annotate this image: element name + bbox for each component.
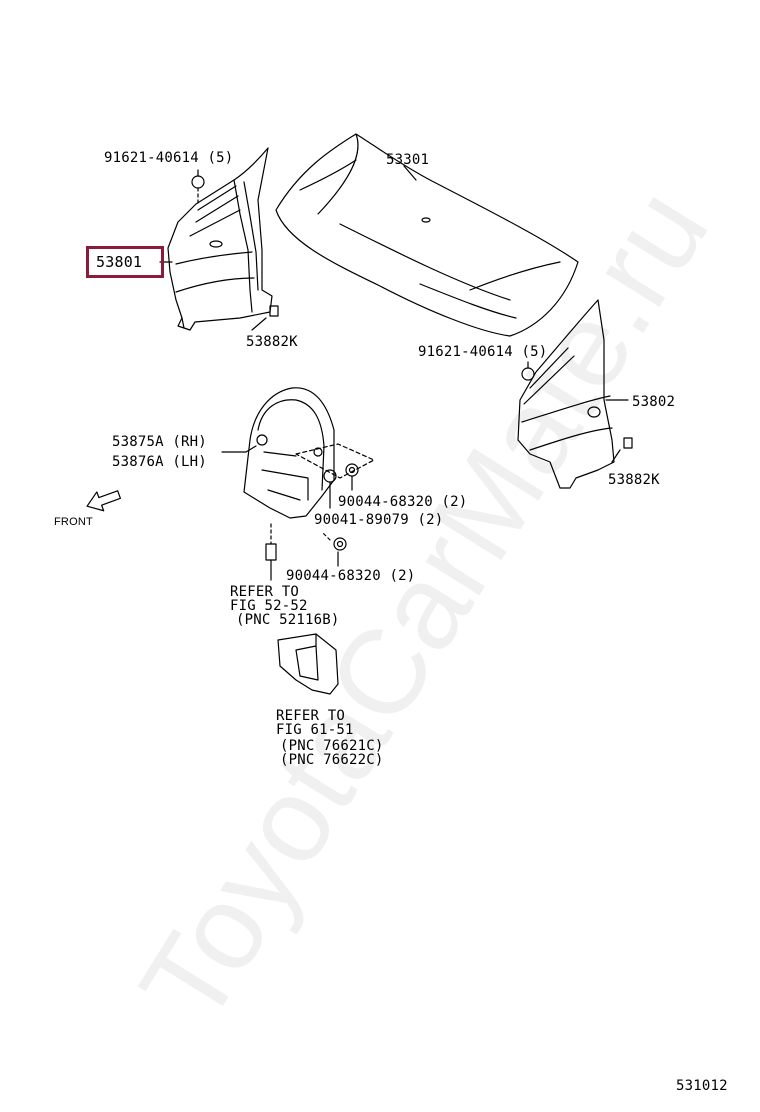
- part-label-bolt-right[interactable]: 91621-40614 (5): [418, 344, 548, 360]
- part-label-screw-a[interactable]: 90044-68320 (2): [338, 494, 468, 510]
- diagram-id: 531012: [676, 1078, 728, 1094]
- left-fender-drawing: [167, 147, 273, 331]
- ref1-line1: REFER TO: [230, 584, 300, 600]
- part-label-clip-right[interactable]: 53882K: [608, 472, 660, 488]
- part-label-liner-lh[interactable]: 53876A (LH): [112, 454, 207, 470]
- right-fender-drawing: [517, 299, 629, 489]
- part-label-53802[interactable]: 53802: [632, 394, 676, 410]
- ref2-line2: FIG 61-51: [276, 722, 354, 738]
- clip-90041: [323, 469, 337, 509]
- hood-drawing: [275, 133, 579, 337]
- clip-marker-left: [251, 305, 279, 331]
- ref2-line4: (PNC 76622C): [280, 752, 384, 768]
- part-label-screw-c[interactable]: 90044-68320 (2): [286, 568, 416, 584]
- bolt-marker-right: [521, 361, 535, 381]
- front-label: FRONT: [54, 516, 93, 528]
- part-label-liner-rh[interactable]: 53875A (RH): [112, 434, 207, 450]
- ref2-line3: (PNC 76621C): [280, 738, 384, 754]
- fender-liner-drawing: [221, 387, 375, 519]
- part-label-clip-b[interactable]: 90041-89079 (2): [314, 512, 444, 528]
- push-clip: [265, 523, 277, 581]
- ref1-line2: FIG 52-52: [230, 598, 308, 614]
- ref2-line1: REFER TO: [276, 708, 346, 724]
- screw-90044-top: [345, 463, 359, 491]
- bolt-marker-left: [191, 169, 205, 205]
- ref1-line3: (PNC 52116B): [236, 612, 340, 628]
- splash-shield-drawing: [277, 633, 339, 695]
- part-label-53301[interactable]: 53301: [386, 152, 430, 168]
- screw-90044-bottom: [321, 531, 347, 567]
- highlight-box-53801: [86, 246, 164, 278]
- clip-marker-right: [611, 437, 633, 463]
- front-arrow: [86, 490, 122, 512]
- part-label-53801[interactable]: 53801: [96, 253, 143, 271]
- part-label-bolt-left[interactable]: 91621-40614 (5): [104, 150, 234, 166]
- part-label-clip-left[interactable]: 53882K: [246, 334, 298, 350]
